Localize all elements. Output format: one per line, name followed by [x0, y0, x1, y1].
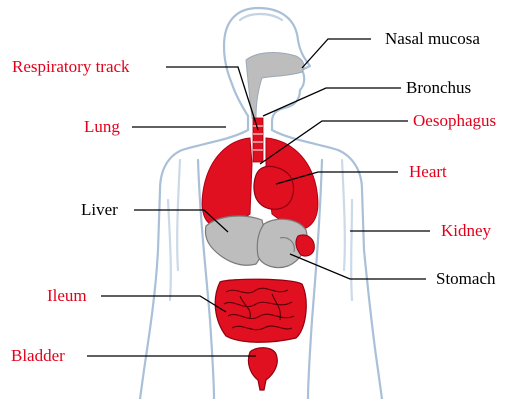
heart-organ — [254, 166, 293, 209]
label-bronchus: Bronchus — [406, 78, 471, 98]
label-kidney: Kidney — [441, 221, 491, 241]
intestines — [215, 279, 306, 342]
leader-nasal-mucosa — [302, 39, 371, 68]
left-lung — [202, 138, 252, 226]
label-oesophagus: Oesophagus — [413, 111, 496, 131]
trachea — [253, 118, 263, 162]
label-heart: Heart — [409, 162, 447, 182]
bladder-organ — [248, 348, 277, 390]
label-ileum: Ileum — [47, 286, 87, 306]
label-stomach: Stomach — [436, 269, 496, 289]
label-respiratory-track: Respiratory track — [12, 57, 130, 77]
label-bladder: Bladder — [11, 346, 65, 366]
label-nasal-mucosa: Nasal mucosa — [385, 29, 480, 49]
leader-stomach — [290, 254, 426, 279]
liver-organ — [205, 216, 264, 265]
label-liver: Liver — [81, 200, 118, 220]
leader-bronchus — [263, 88, 401, 116]
leader-respiratory-track — [166, 67, 258, 130]
nasal-cavity — [246, 53, 304, 118]
label-lung: Lung — [84, 117, 120, 137]
